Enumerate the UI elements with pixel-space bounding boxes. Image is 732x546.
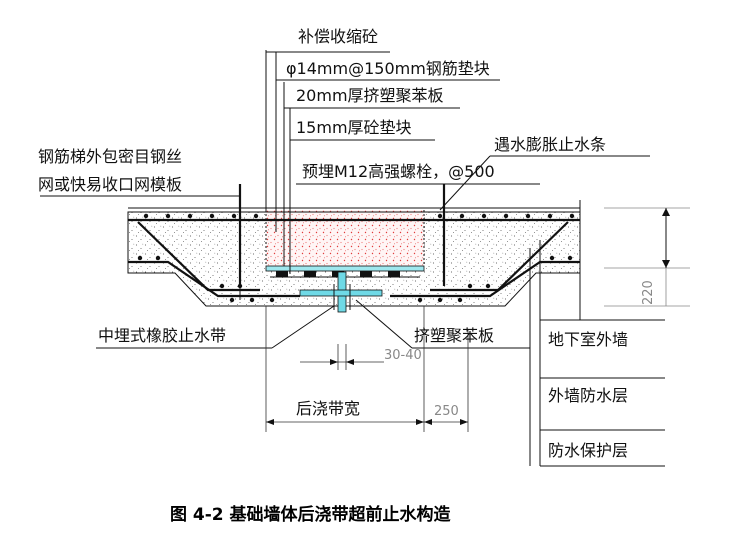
xps-board-strip	[265, 265, 425, 272]
dim-220: 220	[641, 280, 656, 305]
dim-250: 250	[434, 404, 459, 419]
label-waterproof-protect: 防水保护层	[548, 441, 628, 460]
label-mesh-line1: 钢筋梯外包密目钢丝	[38, 147, 182, 166]
label-xps-board: 挤塑聚苯板	[414, 326, 494, 345]
label-bolt: 预埋M12高强螺栓，@500	[302, 162, 495, 181]
label-concrete-pad-15: 15mm厚砼垫块	[296, 118, 412, 137]
label-mesh-line2: 网或快易收口网模板	[38, 175, 182, 194]
label-post-pour-width: 后浇带宽	[296, 399, 360, 418]
label-swelling-strip: 遇水膨胀止水条	[494, 135, 606, 154]
bottom-leaders	[96, 240, 665, 467]
label-xps-20: 20mm厚挤塑聚苯板	[296, 86, 444, 105]
label-rebar-pad: φ14mm@150mm钢筋垫块	[286, 59, 490, 78]
bottom-rebar-dots	[137, 255, 573, 303]
diagonal-rebar-left	[137, 221, 260, 292]
label-outer-wall: 地下室外墙	[548, 330, 628, 349]
label-compensating-concrete: 补偿收缩砼	[298, 27, 378, 46]
bent-rebar-left	[128, 260, 300, 298]
top-rebar-dots	[143, 213, 575, 219]
top-leaders	[40, 50, 650, 274]
bent-rebar-right	[390, 260, 580, 298]
diagonal-rebar-right	[430, 221, 569, 292]
label-wall-waterproof: 外墙防水层	[548, 386, 628, 405]
dim-30-40: 30-40	[384, 348, 422, 363]
figure-caption: 图 4-2 基础墙体后浇带超前止水构造	[170, 504, 452, 525]
dimension-lines	[265, 306, 469, 432]
label-waterstop: 中埋式橡胶止水带	[98, 326, 226, 345]
rubber-waterstop	[299, 271, 383, 313]
